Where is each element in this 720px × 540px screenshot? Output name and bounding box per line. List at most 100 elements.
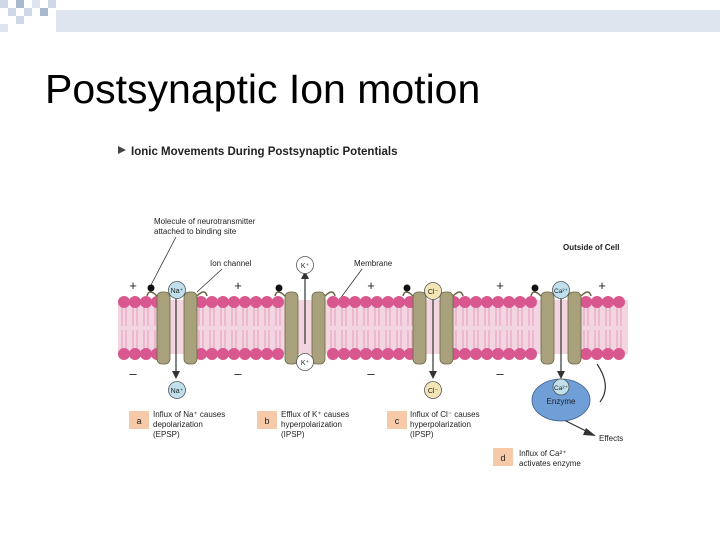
svg-text:d: d [500,453,505,463]
neurotransmitter-molecule [275,284,283,292]
lipid-head [118,348,130,360]
svg-text:Cl⁻: Cl⁻ [428,388,439,395]
svg-text:Influx of Cl⁻ causes: Influx of Cl⁻ causes [410,410,480,419]
minus-charge: – [234,366,242,381]
ion-channel [146,284,208,365]
ca-ion-outside: Ca²⁺ [552,281,570,299]
panel-a: a Influx of Na⁺ causes depolarization (E… [129,410,225,439]
lipid-head [503,296,515,308]
lipid-head [250,296,262,308]
corner-decoration [0,0,720,32]
lipid-head [239,296,251,308]
svg-text:activates enzyme: activates enzyme [519,459,581,468]
lipid-head [217,296,229,308]
lipid-head [228,348,240,360]
lipid-head [459,296,471,308]
lipid-head [470,348,482,360]
lipid-head [338,296,350,308]
membrane-label: Membrane [354,259,393,268]
lipid-head [382,348,394,360]
ion-channel-label: Ion channel [210,259,252,268]
enzyme: Ca²⁺ Enzyme [531,378,591,422]
svg-text:Enzyme: Enzyme [547,397,576,406]
lipid-head [503,348,515,360]
lipid-head [613,348,625,360]
lipid-head [525,296,537,308]
figure-heading: Ionic Movements During Postsynaptic Pote… [131,146,397,158]
plus-charge: + [367,278,375,293]
ion-channel [274,284,336,365]
svg-text:(IPSP): (IPSP) [410,430,434,439]
svg-text:b: b [264,416,269,426]
lipid-head [140,348,152,360]
lipid-head [349,296,361,308]
lipid-head [371,296,383,308]
panel-b: b Efflux of K⁺ causes hyperpolarization … [257,410,349,439]
lipid-head [261,348,273,360]
svg-text:Efflux of K⁺ causes: Efflux of K⁺ causes [281,410,349,419]
ion-channels [146,284,592,365]
lipid-head [272,348,284,360]
minus-charge: – [496,366,504,381]
lipid-head [195,348,207,360]
lipid-bilayer [118,296,625,360]
lipid-head [591,296,603,308]
svg-text:Ca²⁺: Ca²⁺ [554,288,568,295]
svg-text:c: c [395,416,400,426]
plus-charge: + [598,278,606,293]
lipid-head [470,296,482,308]
svg-text:(EPSP): (EPSP) [153,430,180,439]
svg-text:hyperpolarization: hyperpolarization [281,420,342,429]
lipid-head [327,348,339,360]
lipid-head [360,296,372,308]
lipid-head [613,296,625,308]
cl-ion-outside: Cl⁻ [424,282,442,300]
svg-text:K⁺: K⁺ [301,263,310,270]
svg-text:K⁺: K⁺ [301,360,310,367]
neurotransmitter-molecule [403,284,411,292]
panel-c: c Influx of Cl⁻ causes hyperpolarization… [387,410,480,439]
lipid-head [492,348,504,360]
svg-text:Ca²⁺: Ca²⁺ [554,385,568,392]
lipid-head [481,348,493,360]
lipid-head [514,348,526,360]
svg-text:Na⁺: Na⁺ [171,288,184,295]
panel-d: d Influx of Ca²⁺ activates enzyme [493,448,581,468]
effects-label: Effects [599,434,623,443]
lipid-head [195,296,207,308]
lipid-head [272,296,284,308]
svg-text:Influx of Ca²⁺: Influx of Ca²⁺ [519,449,566,458]
heading-arrow-icon [118,146,126,154]
lipid-head [393,296,405,308]
lipid-head [481,296,493,308]
lipid-head [118,296,130,308]
svg-text:(IPSP): (IPSP) [281,430,305,439]
lipid-head [525,348,537,360]
lipid-head [228,296,240,308]
neurotransmitter-label-line2: attached to binding site [154,227,237,236]
lipid-head [261,296,273,308]
ion-channel-pointer [196,268,223,293]
flow-arrows [172,271,606,436]
lipid-head [393,348,405,360]
neurotransmitter-molecule [531,284,539,292]
minus-charge: – [129,366,137,381]
k-ion-inside: K⁺ [296,353,314,371]
lipid-head [206,296,218,308]
svg-text:a: a [136,416,141,426]
plus-charge: + [496,278,504,293]
lipid-head [338,348,350,360]
lipid-head [580,296,592,308]
lipid-head [492,296,504,308]
lipid-head [239,348,251,360]
minus-charge: – [367,366,375,381]
lipid-head [129,348,141,360]
neurotransmitter-label-line1: Molecule of neurotransmitter [154,217,256,226]
cl-ion-inside: Cl⁻ [424,381,442,399]
k-ion-outside: K⁺ [296,256,314,274]
ion-channel [402,284,464,365]
membrane-charges: +++++–––– [129,278,606,381]
lipid-head [371,348,383,360]
neurotransmitter-molecule [147,284,155,292]
